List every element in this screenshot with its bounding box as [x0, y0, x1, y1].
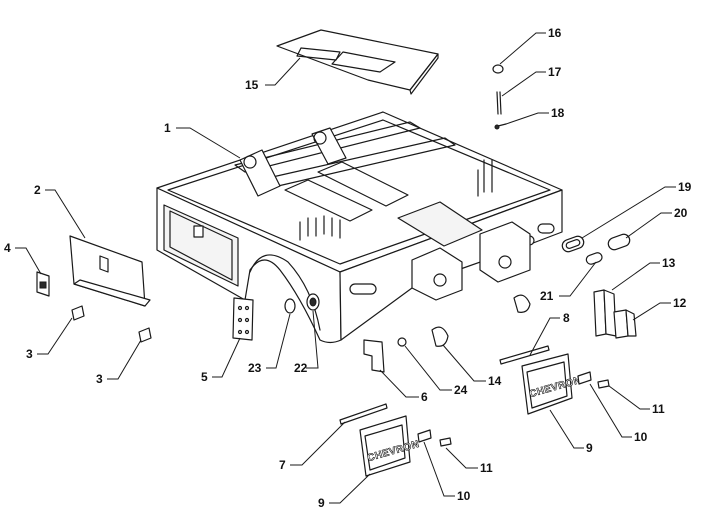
callout-15: 15 — [245, 78, 259, 92]
callout-9: 9 — [318, 496, 325, 510]
mounting-strip-part — [339, 345, 550, 425]
callout-4: 4 — [4, 241, 11, 255]
callout-8: 8 — [563, 311, 570, 325]
callout-3: 3 — [96, 372, 103, 386]
callout-2: 2 — [34, 183, 41, 197]
callout-13: 13 — [662, 256, 676, 270]
callout-1: 1 — [164, 121, 171, 135]
small-plate-part — [417, 371, 610, 447]
mud-flap-part: CHEVRON CHEVRON — [359, 353, 583, 477]
callout-11: 11 — [652, 402, 665, 416]
cover-plate-part — [276, 29, 439, 95]
screw-part — [494, 123, 507, 130]
round-light-part — [284, 298, 296, 314]
callout-14: 14 — [488, 374, 502, 388]
latch-part — [36, 271, 50, 297]
truck-body-part — [156, 111, 563, 344]
callout-12: 12 — [673, 296, 687, 310]
callout-labels: 1 2 3 3 4 5 6 7 8 9 9 10 10 11 11 12 13 … — [4, 26, 692, 510]
side-bracket-part — [593, 289, 637, 339]
callout-17: 17 — [548, 65, 562, 79]
callout-22: 22 — [294, 361, 308, 375]
callout-9: 9 — [586, 441, 593, 455]
side-panel-part — [69, 235, 151, 307]
callout-23: 23 — [248, 361, 262, 375]
callout-10: 10 — [634, 430, 648, 444]
grommet-part — [306, 293, 320, 311]
callout-6: 6 — [421, 390, 428, 404]
oval-light-part — [561, 233, 631, 265]
leader-lines — [15, 32, 676, 504]
callout-5: 5 — [201, 370, 208, 384]
callout-11: 11 — [480, 461, 493, 475]
callout-20: 20 — [674, 206, 688, 220]
ring-part — [492, 64, 504, 74]
hinge-part — [71, 305, 152, 343]
callout-19: 19 — [678, 180, 692, 194]
mount-plate-part — [232, 297, 254, 341]
callout-18: 18 — [551, 106, 565, 120]
shackle-part — [431, 294, 531, 347]
bracket-part — [363, 339, 385, 373]
callout-7: 7 — [279, 458, 286, 472]
callout-3: 3 — [26, 347, 33, 361]
callout-16: 16 — [548, 26, 562, 40]
pin-rod-part — [496, 91, 502, 115]
pin-part — [397, 337, 407, 347]
callout-21: 21 — [540, 289, 554, 303]
callout-24: 24 — [454, 383, 468, 397]
callout-10: 10 — [457, 489, 471, 503]
